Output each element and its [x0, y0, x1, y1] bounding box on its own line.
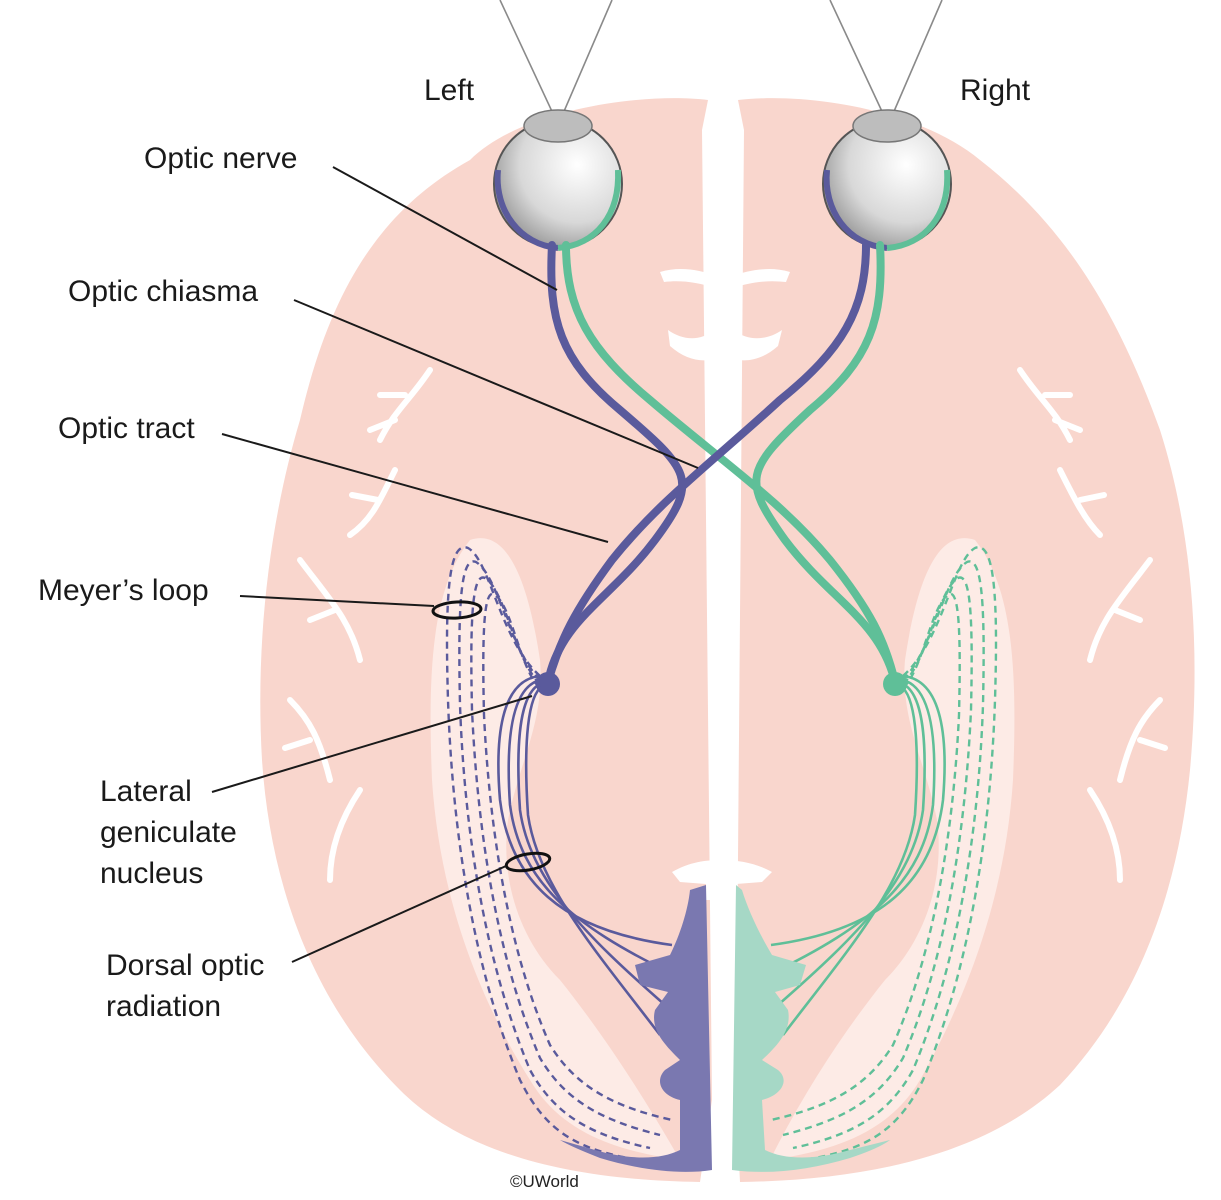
left-meyers-loop — [445, 546, 673, 1162]
right-eye — [822, 109, 952, 251]
dorsal-radiation-label-line1: Dorsal optic — [106, 949, 265, 982]
right-dorsal-radiation — [767, 674, 946, 1036]
optic-tract-leader — [221, 433, 609, 543]
left-dorsal-radiation — [497, 674, 676, 1036]
copyright-label: ©UWorld — [510, 1172, 579, 1191]
dorsal-radiation-leader — [291, 865, 507, 963]
frontal-ventricle — [660, 250, 790, 361]
lgn-label-line2: geniculate — [100, 816, 237, 849]
right-eye-temporal-fibers — [752, 241, 899, 686]
right-lateral-ventricle — [770, 538, 1015, 1160]
right-visual-cortex — [732, 885, 890, 1172]
optic-nerve-leader — [332, 166, 558, 291]
left-lgn — [536, 672, 560, 696]
right-eye-label: Right — [960, 74, 1031, 107]
left-eye — [493, 109, 623, 251]
optic-nerve-label: Optic nerve — [144, 142, 298, 175]
lgn-label-line1: Lateral — [100, 775, 192, 808]
lgn-leader — [211, 695, 533, 793]
optic-pathways — [544, 241, 899, 686]
left-eye-label: Left — [424, 74, 475, 107]
right-lgn — [883, 672, 907, 696]
meyers-loop-lesion-marker — [431, 600, 483, 620]
dorsal-radiation-label-line2: radiation — [106, 990, 222, 1023]
optic-chiasma-label: Optic chiasma — [68, 275, 259, 308]
dorsal-radiation-lesion-marker — [504, 851, 552, 873]
left-visual-cortex — [560, 885, 712, 1172]
lgn-label-line3: nucleus — [100, 857, 204, 890]
meyers-loop-label: Meyer’s loop — [38, 574, 209, 607]
longitudinal-fissure — [710, 100, 738, 225]
cortical-sulci — [282, 367, 1168, 883]
right-eye-nasal-fibers — [544, 241, 870, 686]
left-eye-temporal-fibers — [544, 241, 687, 686]
right-meyers-loop — [770, 546, 998, 1162]
meyers-loop-leader — [239, 595, 435, 607]
left-eye-nasal-fibers — [562, 241, 899, 686]
optic-tract-label: Optic tract — [58, 412, 195, 445]
leader-lines — [211, 166, 699, 963]
optic-chiasma-leader — [293, 299, 699, 469]
occipital-notch — [672, 860, 772, 900]
